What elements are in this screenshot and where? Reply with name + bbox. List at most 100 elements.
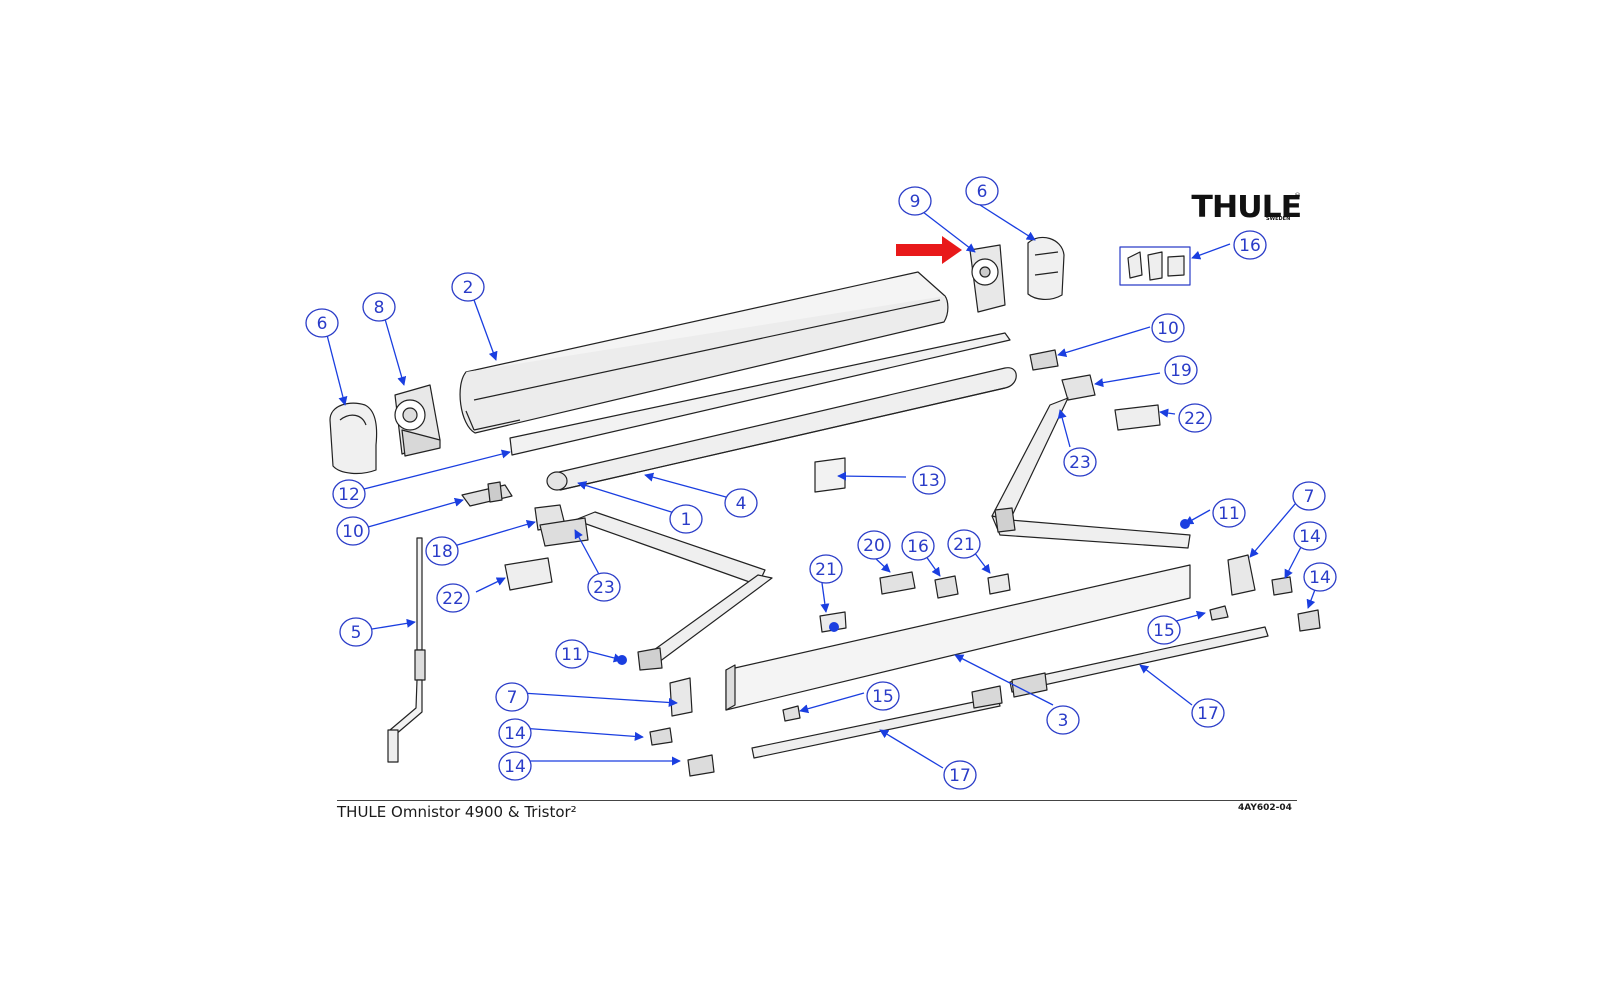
callout-label: 13 — [918, 471, 940, 491]
callout-6: 6 — [965, 176, 999, 206]
callout-10: 10 — [1151, 313, 1185, 343]
part-gear-end — [394, 384, 441, 457]
callout-23: 23 — [1063, 447, 1097, 477]
callout-7: 7 — [495, 682, 529, 712]
callout-16: 16 — [901, 531, 935, 561]
callout-17: 17 — [943, 760, 977, 790]
callout-13: 13 — [912, 465, 946, 495]
callout-circle — [1303, 562, 1337, 592]
callout-label: 10 — [1157, 319, 1179, 339]
callout-circle — [332, 479, 366, 509]
callout-23: 23 — [587, 572, 621, 602]
callout-label: 14 — [504, 757, 526, 777]
callout-circle — [965, 176, 999, 206]
callout-circle — [1292, 481, 1326, 511]
logo-registered-mark: ® — [1294, 192, 1301, 200]
callout-circle — [436, 583, 470, 613]
callout-label: 23 — [593, 578, 615, 598]
part-brackets-box — [1119, 246, 1191, 286]
callout-circle — [305, 308, 339, 338]
callout-label: 18 — [431, 542, 453, 562]
part-support-bar-right — [1009, 626, 1269, 698]
callouts: 1234566778910101111121314141414151516161… — [305, 176, 1337, 790]
callout-circle — [809, 554, 843, 584]
callout-label: 15 — [1153, 621, 1175, 641]
callout-label: 17 — [949, 766, 971, 786]
callout-circle — [1046, 705, 1080, 735]
callout-15: 15 — [1147, 615, 1181, 645]
callout-circle — [1063, 447, 1097, 477]
callout-circle — [498, 718, 532, 748]
part-crank-handle — [387, 537, 426, 763]
callout-circle — [362, 292, 396, 322]
callout-label: 8 — [374, 298, 385, 318]
callout-9: 9 — [898, 186, 932, 216]
part-clip-20 — [879, 571, 916, 595]
callout-label: 21 — [815, 560, 837, 580]
callout-20: 20 — [857, 530, 891, 560]
callout-label: 12 — [338, 485, 360, 505]
callout-label: 21 — [953, 535, 975, 555]
callout-circle — [1178, 403, 1212, 433]
part-arm-right — [991, 374, 1191, 549]
callout-label: 15 — [872, 687, 894, 707]
callout-16: 16 — [1233, 230, 1267, 260]
part-cap-14c — [649, 727, 673, 746]
part-cap-14b — [1297, 609, 1321, 632]
callout-circle — [901, 531, 935, 561]
footer-title: THULE Omnistor 4900 & Tristor² — [337, 803, 577, 821]
callout-7: 7 — [1292, 481, 1326, 511]
part-gear-housing-right — [969, 244, 1006, 313]
part-end-piece-7-right — [1227, 554, 1256, 596]
callout-3: 3 — [1046, 705, 1080, 735]
callout-circle — [587, 572, 621, 602]
callout-label: 14 — [1299, 527, 1321, 547]
part-end-cap-right — [1027, 236, 1065, 300]
callout-4: 4 — [724, 488, 758, 518]
part-tag — [814, 457, 846, 493]
callout-22: 22 — [436, 583, 470, 613]
callout-circle — [1147, 615, 1181, 645]
part-support-bar-left — [751, 685, 1003, 759]
callout-label: 1 — [681, 510, 692, 530]
callout-label: 19 — [1170, 361, 1192, 381]
callout-label: 3 — [1058, 711, 1069, 731]
logo-subtext: SWEDEN — [1266, 216, 1291, 222]
part-lock-left — [504, 557, 553, 591]
callout-circle — [947, 529, 981, 559]
callout-dots — [617, 519, 1190, 665]
callout-14: 14 — [1293, 521, 1327, 551]
callout-2: 2 — [451, 272, 485, 302]
part-clip-16 — [934, 575, 959, 599]
callout-19: 19 — [1164, 355, 1198, 385]
leader-lines — [326, 204, 1317, 769]
callout-circle — [339, 617, 373, 647]
callout-circle — [498, 751, 532, 781]
callout-label: 14 — [504, 724, 526, 744]
callout-circle — [1151, 313, 1185, 343]
callout-label: 7 — [1304, 487, 1315, 507]
part-end-piece-7-left — [669, 677, 693, 717]
callout-21: 21 — [809, 554, 843, 584]
part-knob-15b — [782, 705, 801, 722]
callout-22: 22 — [1178, 403, 1212, 433]
callout-8: 8 — [362, 292, 396, 322]
part-clamp-left — [461, 481, 513, 507]
callout-17: 17 — [1191, 698, 1225, 728]
thule-logo: THULE — [1191, 190, 1302, 225]
part-front-rail — [509, 332, 1017, 491]
parts-drawings — [329, 236, 1321, 777]
callout-label: 5 — [351, 623, 362, 643]
callout-18: 18 — [425, 536, 459, 566]
callout-label: 6 — [317, 314, 328, 334]
callout-label: 14 — [1309, 568, 1331, 588]
callout-label: 11 — [561, 645, 583, 665]
highlight-arrow — [896, 236, 962, 264]
part-valance — [725, 564, 1191, 711]
part-cap-14d — [687, 754, 715, 777]
callout-1: 1 — [669, 504, 703, 534]
callout-label: 9 — [910, 192, 921, 212]
callout-circle — [336, 516, 370, 546]
part-knob-15a — [1209, 605, 1229, 621]
